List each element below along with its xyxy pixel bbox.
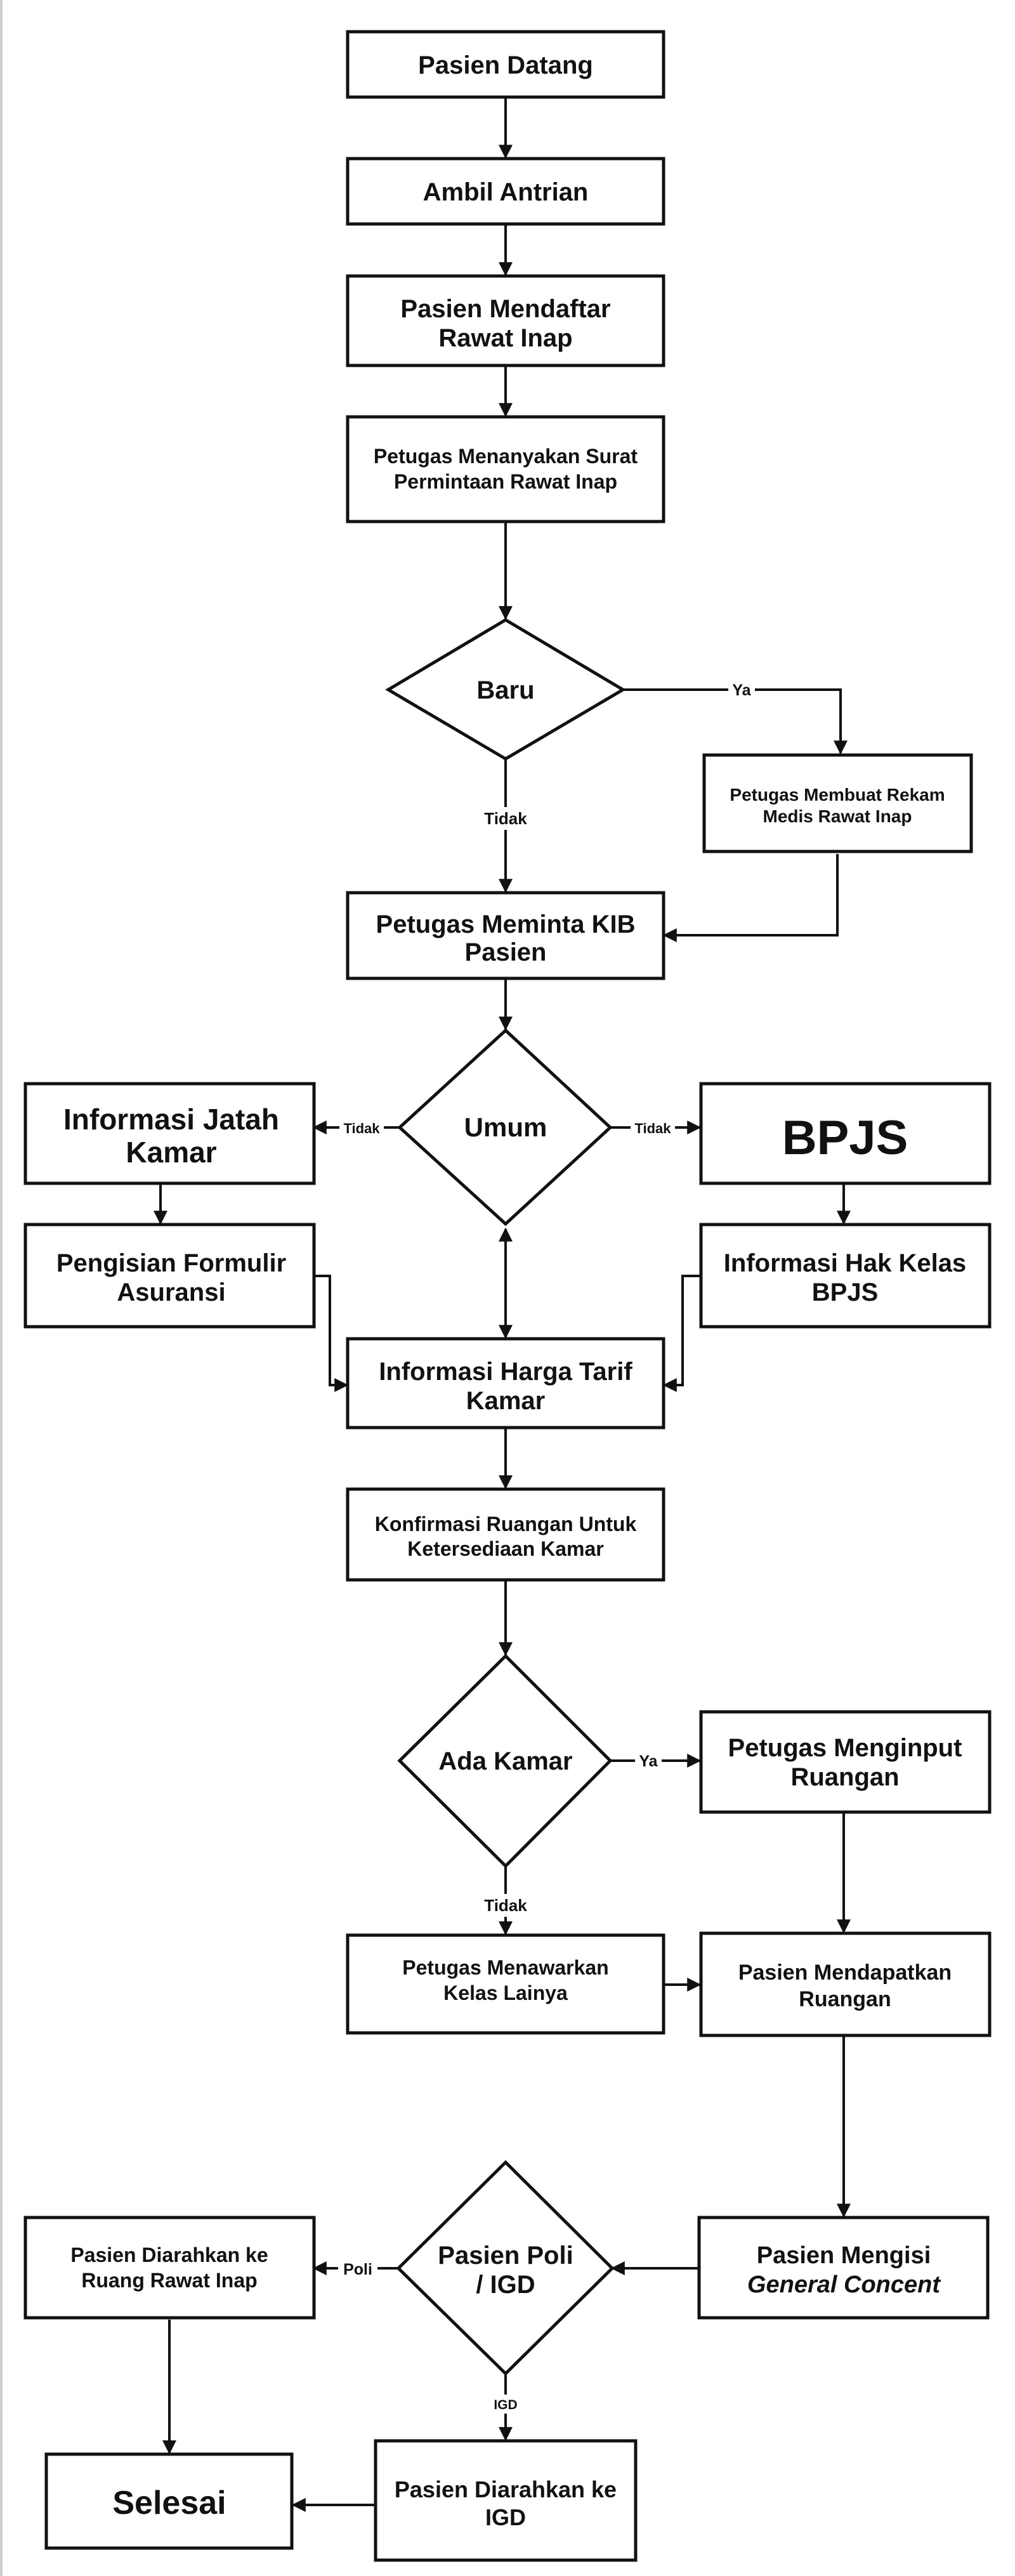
- node-poli-igd-line2: / IGD: [476, 2271, 535, 2299]
- node-mendaftar-line2: Rawat Inap: [438, 324, 572, 352]
- node-umum-text: Umum: [464, 1112, 547, 1142]
- node-meminta-kib-line1: Petugas Meminta KIB: [376, 910, 636, 938]
- node-meminta-kib: Petugas Meminta KIB Pasien: [346, 891, 665, 980]
- node-umum: Umum: [397, 1028, 613, 1226]
- node-mendapatkan-ruangan-line1: Pasien Mendapatkan: [738, 1961, 952, 1985]
- node-ambil-antrian: Ambil Antrian: [346, 157, 665, 226]
- node-pasien-datang-text: Pasien Datang: [418, 51, 593, 79]
- node-pasien-datang: Pasien Datang: [346, 30, 665, 99]
- node-hak-kelas: Informasi Hak Kelas BPJS: [699, 1223, 992, 1329]
- edge-formulir-tarif: [314, 1275, 349, 1392]
- node-konfirmasi-ruangan: Konfirmasi Ruangan Untuk Ketersediaan Ka…: [346, 1487, 665, 1582]
- edge-label-group: Ya Tidak Tidak Tidak Ya Tidak Poli IGD: [338, 680, 755, 2414]
- node-baru-text: Baru: [476, 676, 534, 704]
- node-diarahkan-rawat-inap: Pasien Diarahkan ke Ruang Rawat Inap: [23, 2216, 316, 2320]
- node-ada-kamar-text: Ada Kamar: [438, 1747, 572, 1775]
- node-ada-kamar: Ada Kamar: [397, 1653, 613, 1869]
- node-hak-kelas-line2: BPJS: [812, 1278, 879, 1306]
- node-menanyakan-surat-line2: Permintaan Rawat Inap: [394, 470, 617, 493]
- node-general-concent-line2: General Concent: [747, 2271, 941, 2298]
- node-meminta-kib-line2: Pasien: [465, 938, 547, 966]
- node-general-concent-line1: Pasien Mengisi: [757, 2242, 931, 2269]
- node-diarahkan-igd: Pasien Diarahkan ke IGD: [374, 2439, 638, 2562]
- node-selesai: Selesai: [44, 2452, 294, 2550]
- node-mendapatkan-ruangan-line2: Ruangan: [799, 1987, 891, 2011]
- node-menginput-ruangan-line2: Ruangan: [790, 1763, 899, 1791]
- node-diarahkan-rawat-inap-line1: Pasien Diarahkan ke: [70, 2244, 268, 2266]
- node-diarahkan-igd-line2: IGD: [485, 2504, 526, 2530]
- node-bpjs: BPJS: [699, 1082, 992, 1185]
- label-umum-tidak-left: Tidak: [343, 1120, 380, 1136]
- node-baru: Baru: [385, 618, 626, 761]
- node-poli-igd: Pasien Poli / IGD: [396, 2160, 615, 2376]
- node-jatah-kamar-line1: Informasi Jatah: [63, 1103, 279, 1136]
- node-general-concent: Pasien Mengisi General Concent: [697, 2216, 990, 2320]
- edge-baru-ya: [623, 688, 848, 755]
- label-poli: Poli: [343, 2261, 372, 2278]
- node-konfirmasi-ruangan-line2: Ketersediaan Kamar: [407, 1537, 603, 1560]
- node-menanyakan-surat: Petugas Menanyakan Surat Permintaan Rawa…: [346, 415, 665, 523]
- node-jatah-kamar: Informasi Jatah Kamar: [23, 1082, 316, 1185]
- node-diarahkan-rawat-inap-line2: Ruang Rawat Inap: [81, 2269, 257, 2292]
- node-harga-tarif: Informasi Harga Tarif Kamar: [346, 1337, 665, 1429]
- node-menginput-ruangan: Petugas Menginput Ruangan: [699, 1710, 992, 1814]
- node-diarahkan-igd-line1: Pasien Diarahkan ke: [395, 2476, 617, 2502]
- node-menanyakan-surat-line1: Petugas Menanyakan Surat: [374, 445, 638, 468]
- node-harga-tarif-line1: Informasi Harga Tarif: [379, 1358, 632, 1386]
- node-hak-kelas-line1: Informasi Hak Kelas: [724, 1249, 966, 1277]
- node-formulir-asuransi: Pengisian Formulir Asuransi: [23, 1223, 316, 1329]
- node-menawarkan-kelas: Petugas Menawarkan Kelas Lainya: [346, 1933, 665, 2035]
- node-rekam-medis-line1: Petugas Membuat Rekam: [730, 785, 945, 805]
- connectors: [154, 97, 851, 2512]
- node-harga-tarif-line2: Kamar: [466, 1387, 546, 1415]
- edge-hakkelas-tarif: [662, 1275, 700, 1392]
- label-adakamar-tidak: Tidak: [484, 1896, 527, 1915]
- page-edge: [0, 0, 3, 2576]
- label-umum-tidak-right: Tidak: [634, 1120, 671, 1136]
- node-mendaftar: Pasien Mendaftar Rawat Inap: [346, 274, 665, 367]
- node-menawarkan-kelas-line2: Kelas Lainya: [443, 1981, 568, 2004]
- node-rekam-medis-line2: Medis Rawat Inap: [763, 806, 912, 826]
- node-formulir-asuransi-line1: Pengisian Formulir: [56, 1249, 286, 1277]
- label-adakamar-ya: Ya: [639, 1752, 658, 1770]
- node-konfirmasi-ruangan-line1: Konfirmasi Ruangan Untuk: [375, 1513, 637, 1535]
- label-baru-ya: Ya: [732, 681, 751, 699]
- node-rekam-medis: Petugas Membuat Rekam Medis Rawat Inap: [702, 753, 973, 853]
- node-jatah-kamar-line2: Kamar: [126, 1136, 216, 1169]
- node-bpjs-text: BPJS: [782, 1111, 908, 1165]
- label-baru-tidak: Tidak: [484, 809, 527, 828]
- node-poli-igd-line1: Pasien Poli: [438, 2242, 573, 2270]
- node-menawarkan-kelas-line1: Petugas Menawarkan: [402, 1956, 608, 1979]
- node-formulir-asuransi-line2: Asuransi: [117, 1278, 225, 1306]
- node-mendaftar-line1: Pasien Mendaftar: [400, 295, 610, 323]
- node-ambil-antrian-text: Ambil Antrian: [423, 178, 589, 206]
- label-igd: IGD: [494, 2398, 517, 2412]
- node-menginput-ruangan-line1: Petugas Menginput: [728, 1734, 962, 1762]
- edge-rekam-kib: [662, 854, 839, 942]
- node-selesai-text: Selesai: [112, 2485, 226, 2521]
- node-mendapatkan-ruangan: Pasien Mendapatkan Ruangan: [699, 1931, 992, 2037]
